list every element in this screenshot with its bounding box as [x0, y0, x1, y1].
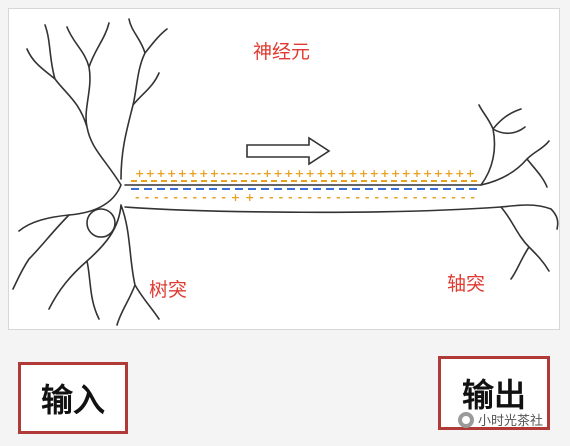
charge-row-bottom: - - - - - - - - - - + + - - - - - - - - … — [135, 191, 475, 204]
axon-terminal-label: 轴突 — [447, 273, 486, 295]
input-label: 输入 — [40, 381, 105, 419]
wechat-logo-icon — [458, 411, 474, 428]
watermark: 小时光茶社 — [458, 410, 543, 429]
watermark-text: 小时光茶社 — [478, 414, 544, 429]
neuron-label: 神经元 — [253, 41, 311, 63]
output-box: 输出 — [438, 356, 550, 430]
neuron-diagram-panel: + + + + + + + + - - - - - - - + + + + + … — [8, 8, 560, 330]
input-box: 输入 — [18, 362, 128, 434]
right-arrow-outline-icon — [246, 136, 331, 166]
dendrite-branch-lower — [12, 204, 160, 326]
nucleus — [86, 208, 116, 238]
dendrite-label: 树突 — [149, 279, 188, 301]
axon-terminal-outline — [478, 104, 559, 280]
neuron-illustration: + + + + + + + + - - - - - - - + + + + + … — [12, 18, 559, 326]
axon-lower-edge — [124, 206, 502, 214]
output-label: 输出 — [461, 376, 526, 414]
soma-outline — [18, 22, 122, 232]
dendrite-branch-upper — [120, 18, 168, 180]
charge-row-top: + + + + + + + + - - - - - - - + + + + + … — [135, 167, 475, 180]
